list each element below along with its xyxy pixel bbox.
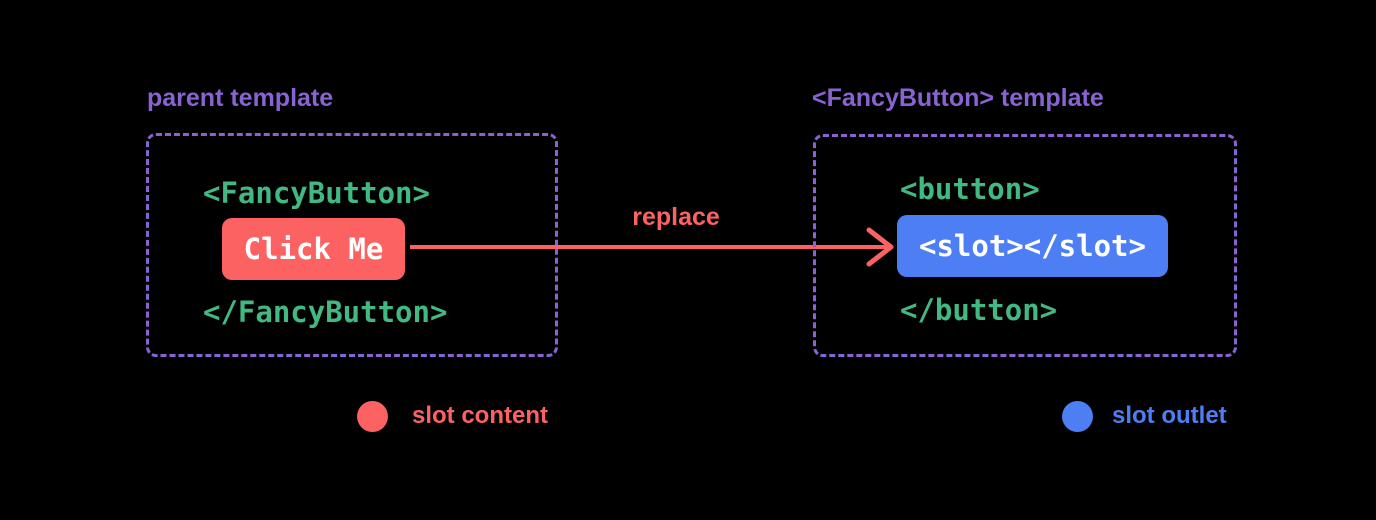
button-close-tag: </button> — [900, 293, 1058, 327]
parent-template-title: parent template — [147, 84, 334, 112]
fancybutton-open-tag: <FancyButton> — [203, 176, 430, 210]
fancybutton-template-box — [813, 134, 1237, 357]
button-open-tag: <button> — [900, 172, 1040, 206]
slot-content-label: slot content — [412, 402, 548, 429]
slot-outlet-label: slot outlet — [1112, 402, 1227, 429]
fancybutton-template-title: <FancyButton> template — [812, 84, 1104, 112]
slot-outlet-button[interactable]: <slot></slot> — [897, 215, 1168, 277]
click-me-button-label: Click Me — [243, 232, 384, 266]
slot-outlet-code: <slot></slot> — [919, 229, 1146, 263]
slot-outlet-dot-icon — [1062, 401, 1093, 432]
replace-label: replace — [632, 203, 720, 231]
replace-arrow-icon — [410, 227, 894, 267]
fancybutton-close-tag: </FancyButton> — [203, 295, 448, 329]
slot-content-dot-icon — [357, 401, 388, 432]
click-me-button[interactable]: Click Me — [222, 218, 405, 280]
